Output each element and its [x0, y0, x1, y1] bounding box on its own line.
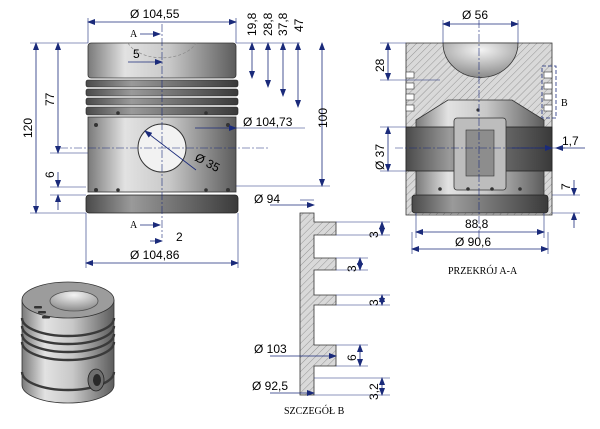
- detail-groove-4: 6: [345, 354, 359, 361]
- oil-holes: [94, 111, 230, 192]
- front-dia-bottom: Ø 104,86: [130, 248, 180, 262]
- detail-view: Ø 94 3 3 3 6 3,2 Ø 103: [252, 192, 390, 417]
- section-side-gap: 1,7: [562, 134, 579, 148]
- groove-depth-3: 37,8: [276, 12, 290, 36]
- front-dia-ring: Ø 104,73: [243, 115, 293, 129]
- detail-groove-2: 3: [345, 265, 359, 272]
- front-dia-top: Ø 104,55: [130, 7, 180, 21]
- front-height-skirt: 6: [43, 171, 57, 178]
- section-view: Ø 56 28 B Ø 37 1,7 7 88,8 Ø 90,6: [373, 8, 585, 277]
- detail-dia-mid: Ø 103: [254, 342, 287, 356]
- front-height-upper: 77: [43, 92, 57, 106]
- detail-dia-top: Ø 94: [254, 192, 280, 206]
- groove-depth-1: 19,8: [245, 12, 259, 36]
- section-label-top: A: [130, 29, 138, 40]
- section-bowl: [442, 42, 519, 78]
- section-bottom-step: 7: [559, 183, 573, 190]
- iso-bowl: [49, 290, 99, 312]
- detail-groove-3: 3: [367, 299, 381, 306]
- isometric-view: [20, 281, 116, 404]
- groove-depth-4: 47: [292, 18, 306, 32]
- front-height-total: 120: [21, 118, 35, 138]
- front-offset-bottom: 2: [176, 230, 183, 244]
- section-caption: PRZEKRÓJ A-A: [448, 265, 518, 277]
- section-outer-dia: Ø 90,6: [455, 235, 491, 249]
- detail-groove-dims: 3 3 3 6 3,2: [314, 221, 390, 400]
- front-height-pin: 100: [316, 108, 330, 128]
- detail-groove-5: 3,2: [367, 383, 381, 400]
- detail-b-marker: [541, 65, 557, 119]
- detail-caption: SZCZEGÓŁ B: [284, 405, 345, 417]
- section-depth-bowl: 28: [373, 58, 387, 72]
- detail-groove-1: 3: [367, 231, 381, 238]
- section-pin-bore-dia: Ø 37: [373, 144, 387, 170]
- groove-depth-dims: 19,8 28,8 37,8 47: [236, 12, 306, 108]
- detail-dia-bottom: Ø 92,5: [252, 379, 288, 393]
- section-inner-dia: 88,8: [465, 217, 489, 231]
- section-label-bottom: A: [130, 220, 138, 231]
- front-view: Ø 104,55 A 5 19,8 28,8 37,8 47 Ø 104,73 …: [21, 7, 330, 268]
- section-detail-label: B: [561, 98, 568, 109]
- front-offset-top: 5: [133, 47, 140, 61]
- section-dia-bowl: Ø 56: [462, 8, 488, 22]
- detail-profile: [299, 212, 337, 396]
- groove-depth-2: 28,8: [261, 12, 275, 36]
